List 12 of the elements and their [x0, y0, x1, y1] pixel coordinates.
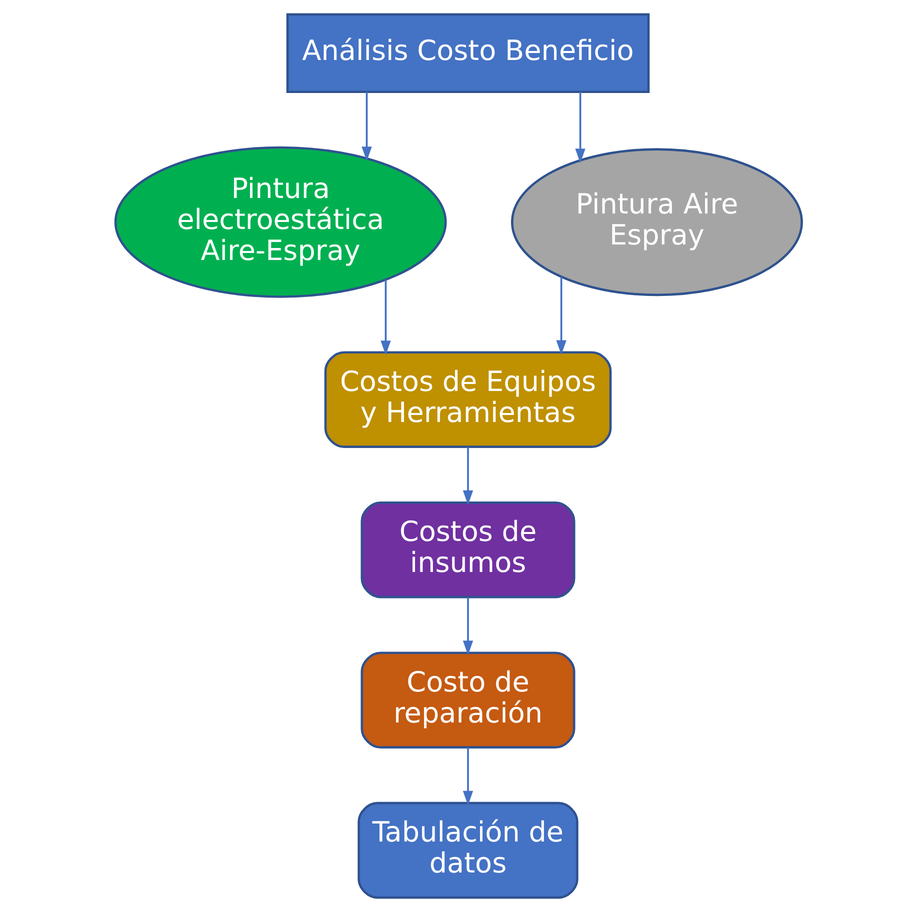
arrow: [575, 92, 586, 164]
arrow: [362, 92, 372, 162]
arrow: [462, 748, 474, 806]
node-box: Costo de reparación: [360, 652, 576, 748]
node-box: Tabulación de datos: [358, 802, 578, 899]
node-box: Análisis Costo Beneficio: [286, 13, 650, 94]
arrow: [556, 276, 566, 355]
arrow: [462, 597, 474, 656]
node-box: Costos de Equipos y Herramientas: [324, 351, 612, 448]
arrow: [380, 280, 391, 356]
arrow: [462, 447, 474, 505]
node-box: Costos de insumos: [360, 501, 576, 598]
